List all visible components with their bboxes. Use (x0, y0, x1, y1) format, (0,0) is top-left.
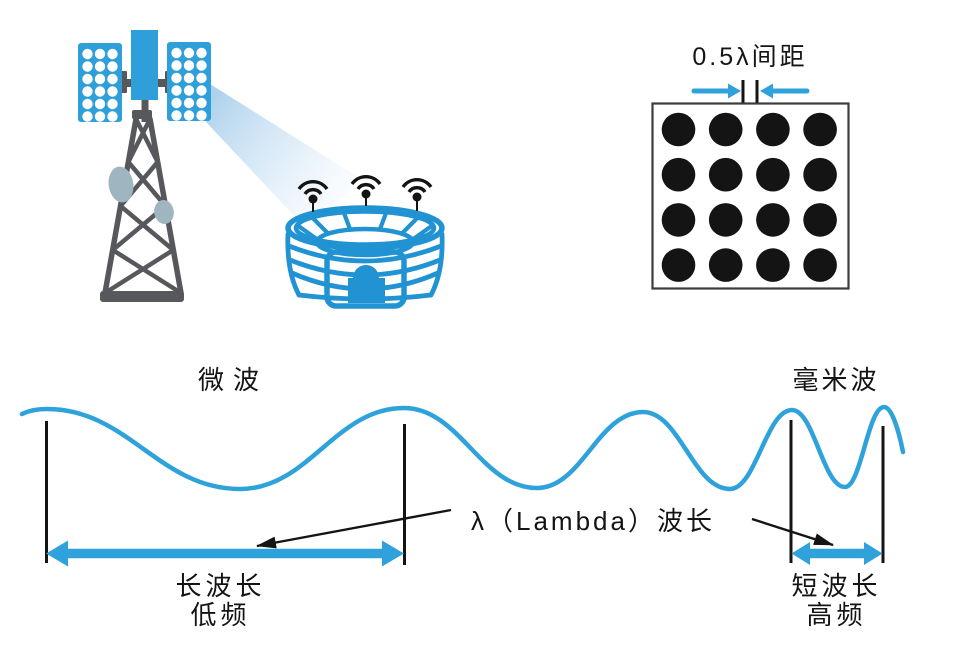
lambda-wavelength-label: λ（Lambda）波长 (471, 506, 715, 536)
array-spacing-label: 0.5λ间距 (692, 43, 808, 71)
tower-base (100, 291, 184, 302)
lambda-leader-arrows (256, 508, 834, 549)
short-wavelength-label: 短波长 (791, 571, 882, 601)
low-frequency-label: 低频 (190, 600, 251, 630)
lambda-leader-arrow-left (256, 508, 452, 549)
wifi-icon (297, 179, 329, 212)
wave-curve (19, 404, 906, 492)
wavelength-diagram (19, 404, 906, 567)
stadium-entrance (324, 249, 407, 309)
lambda-leader-arrow-right (751, 517, 834, 547)
panel-left-elements (82, 48, 118, 122)
wavelength-marker-lines (45, 420, 885, 565)
spacing-arrow-right (760, 83, 810, 99)
stadium-icon (285, 174, 445, 309)
millimeter-wave-label: 毫米波 (792, 365, 880, 395)
antenna-panel-left-icon (78, 43, 122, 122)
antenna-panel-right-icon (167, 42, 211, 121)
stadium-door (348, 265, 385, 303)
wifi-icon (401, 177, 433, 211)
short-wavelength-arrow (791, 542, 883, 565)
microwave-dish-icon (108, 166, 174, 224)
wifi-icon (350, 174, 382, 206)
panel-right-elements (171, 47, 207, 121)
antenna-array-diagram (651, 80, 850, 290)
cell-tower-icon (78, 30, 211, 302)
stadium-spokes (295, 210, 435, 242)
long-wavelength-label: 长波长 (175, 571, 266, 601)
array-element-grid (661, 112, 837, 282)
spacing-tick-marks (741, 80, 759, 112)
signal-beam (206, 84, 369, 221)
spacing-arrow-left (691, 83, 741, 99)
microwave-label: 微波 (197, 365, 268, 395)
long-wavelength-arrow (46, 540, 404, 567)
antenna-mast (131, 30, 158, 100)
high-frequency-label: 高频 (806, 600, 867, 630)
